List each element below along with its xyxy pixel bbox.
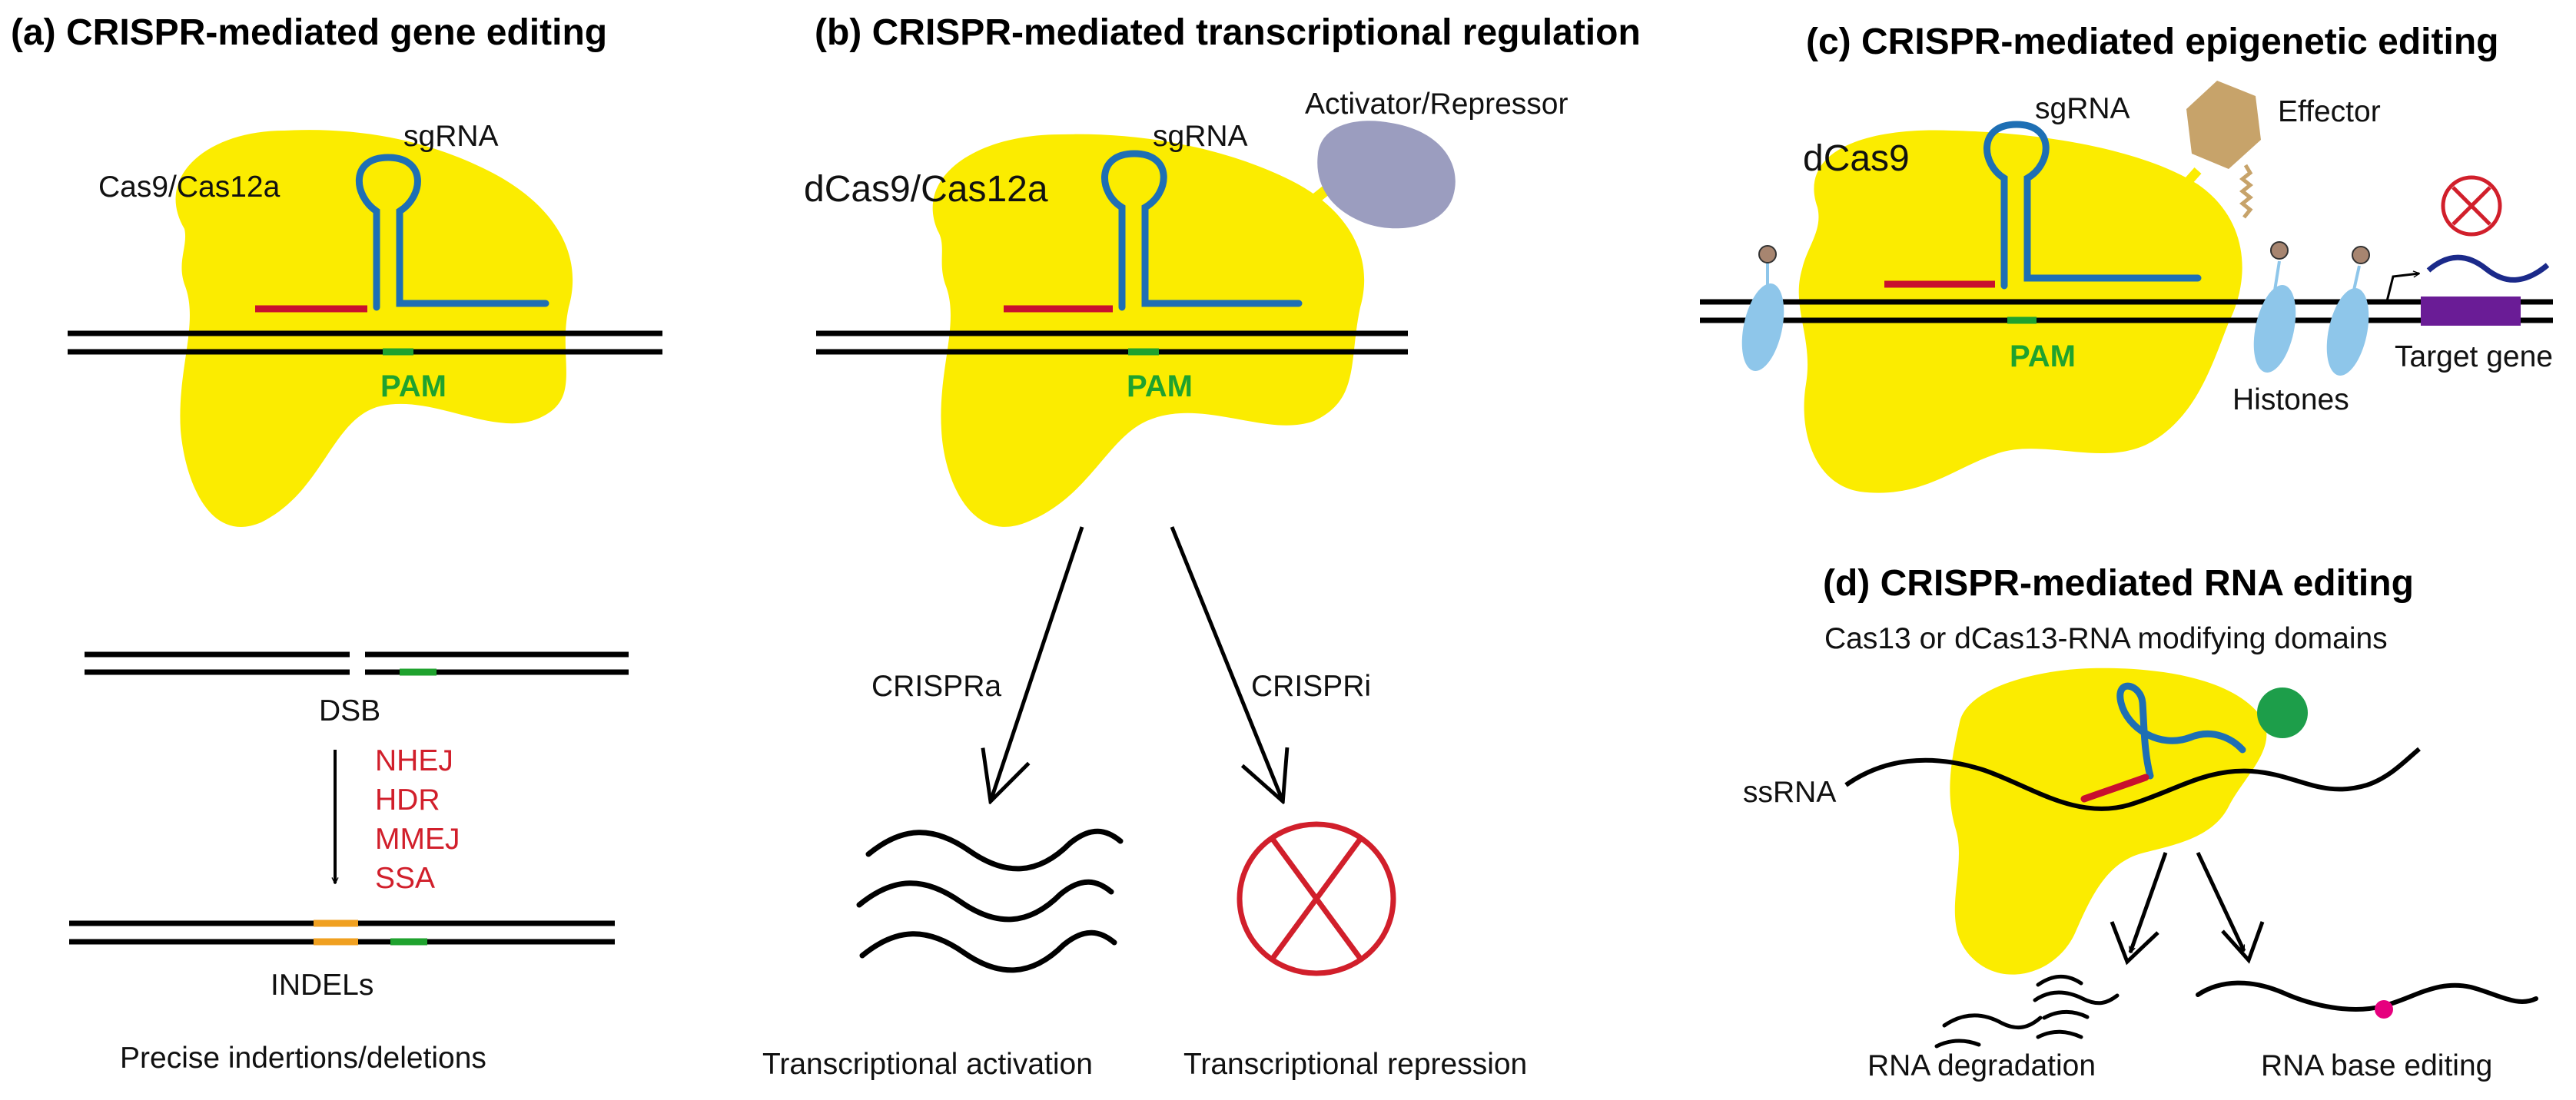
cas9-protein bbox=[175, 130, 573, 527]
sgrna-label-b: sgRNA bbox=[1153, 120, 1248, 153]
histone-3 bbox=[2326, 288, 2369, 376]
dna-target-b bbox=[816, 330, 1408, 355]
panel-d-title: (d) CRISPR-mediated RNA editing bbox=[1823, 563, 2414, 604]
dna-target-c bbox=[1700, 299, 2553, 323]
base-editing-arrow bbox=[2196, 851, 2246, 951]
indel-site bbox=[314, 919, 358, 946]
dna-target-a bbox=[68, 330, 662, 355]
panel-b: (b) CRISPR-mediated transcriptional regu… bbox=[762, 12, 1641, 1081]
histone-1 bbox=[1741, 283, 1784, 371]
panel-a: (a) CRISPR-mediated gene editing Cas9/Ca… bbox=[11, 12, 662, 1075]
effector-label-b: Activator/Repressor bbox=[1305, 88, 1568, 121]
pam-label-c: PAM bbox=[2010, 340, 2076, 373]
arrowheads-d bbox=[2110, 921, 2265, 966]
pathway-hdr: HDR bbox=[375, 784, 440, 817]
histones-label: Histones bbox=[2232, 383, 2349, 416]
indels-label: INDELs bbox=[271, 969, 373, 1002]
crispra-label: CRISPRa bbox=[871, 670, 1001, 703]
panel-b-title: (b) CRISPR-mediated transcriptional regu… bbox=[815, 12, 1641, 53]
dsb-label: DSB bbox=[319, 694, 380, 727]
enzyme-label-b: dCas9/Cas12a bbox=[804, 169, 1048, 210]
transcripts-icon bbox=[856, 828, 1124, 973]
target-gene-label: Target gene bbox=[2395, 340, 2553, 373]
panel-a-title: (a) CRISPR-mediated gene editing bbox=[11, 12, 607, 53]
cas13-protein bbox=[1950, 668, 2267, 975]
pathway-ssa: SSA bbox=[375, 862, 435, 895]
crrna-d bbox=[2116, 682, 2246, 780]
mrna-wave bbox=[2426, 254, 2550, 283]
panel-d-subtitle: Cas13 or dCas13-RNA modifying domains bbox=[1824, 622, 2388, 655]
sgrna-label-c: sgRNA bbox=[2035, 92, 2130, 125]
histones bbox=[1741, 241, 2370, 376]
dsb-dna bbox=[85, 651, 629, 675]
panel-c-title: (c) CRISPR-mediated epigenetic editing bbox=[1806, 22, 2498, 62]
sgrna-label-a: sgRNA bbox=[403, 120, 499, 153]
pathway-nhej: NHEJ bbox=[375, 744, 453, 777]
activator-repressor bbox=[1317, 121, 1456, 229]
outcome-label-d-right: RNA base editing bbox=[2261, 1049, 2492, 1082]
repression-x-icon-c bbox=[2441, 175, 2502, 237]
ssrna-label: ssRNA bbox=[1743, 776, 1836, 809]
rna-modifying-domain bbox=[2257, 688, 2308, 738]
repression-x-icon bbox=[1237, 821, 1396, 976]
effector-label-c: Effector bbox=[2278, 95, 2381, 128]
degraded-rna-fragments bbox=[1934, 974, 2120, 1049]
enzyme-label-a: Cas9/Cas12a bbox=[98, 171, 281, 204]
outcome-label-b-left: Transcriptional activation bbox=[762, 1048, 1093, 1081]
enzyme-label-c: dCas9 bbox=[1803, 138, 1910, 179]
pam-label-b: PAM bbox=[1127, 369, 1193, 403]
edited-rna bbox=[2196, 980, 2538, 1012]
crispra-arrow bbox=[991, 526, 1084, 799]
dcas9-protein bbox=[932, 134, 1365, 527]
panel-d: (d) CRISPR-mediated RNA editing Cas13 or… bbox=[1743, 563, 2538, 1082]
effector-tether bbox=[2239, 164, 2254, 219]
crispri-label: CRISPRi bbox=[1251, 670, 1371, 703]
dcas9-protein-c bbox=[1798, 130, 2242, 493]
effector-linker-c bbox=[2175, 167, 2202, 195]
pathway-mmej: MMEJ bbox=[375, 823, 460, 856]
outcome-label-d-left: RNA degradation bbox=[1867, 1049, 2096, 1082]
outcome-label-b-right: Transcriptional repression bbox=[1183, 1048, 1527, 1081]
sgrna-b bbox=[1101, 150, 1303, 311]
crispri-arrow bbox=[1170, 526, 1282, 799]
outcome-label-a: Precise indertions/deletions bbox=[120, 1042, 486, 1075]
repair-pathways: NHEJ HDR MMEJ SSA bbox=[375, 744, 460, 895]
ssrna-strand bbox=[1844, 747, 2421, 811]
pam-label-a: PAM bbox=[380, 369, 446, 403]
tss-arrow bbox=[2385, 273, 2419, 302]
target-gene-box bbox=[2421, 297, 2521, 326]
degradation-arrow bbox=[2128, 852, 2168, 953]
histone-2 bbox=[2253, 285, 2296, 373]
effector-c bbox=[2186, 81, 2261, 169]
edit-site-dot bbox=[2375, 1000, 2393, 1019]
sgrna-c bbox=[1983, 121, 2202, 290]
sgrna-a bbox=[356, 154, 549, 311]
panel-c: (c) CRISPR-mediated epigenetic editing d… bbox=[1700, 22, 2553, 493]
guide-sequence-d bbox=[2080, 774, 2149, 803]
